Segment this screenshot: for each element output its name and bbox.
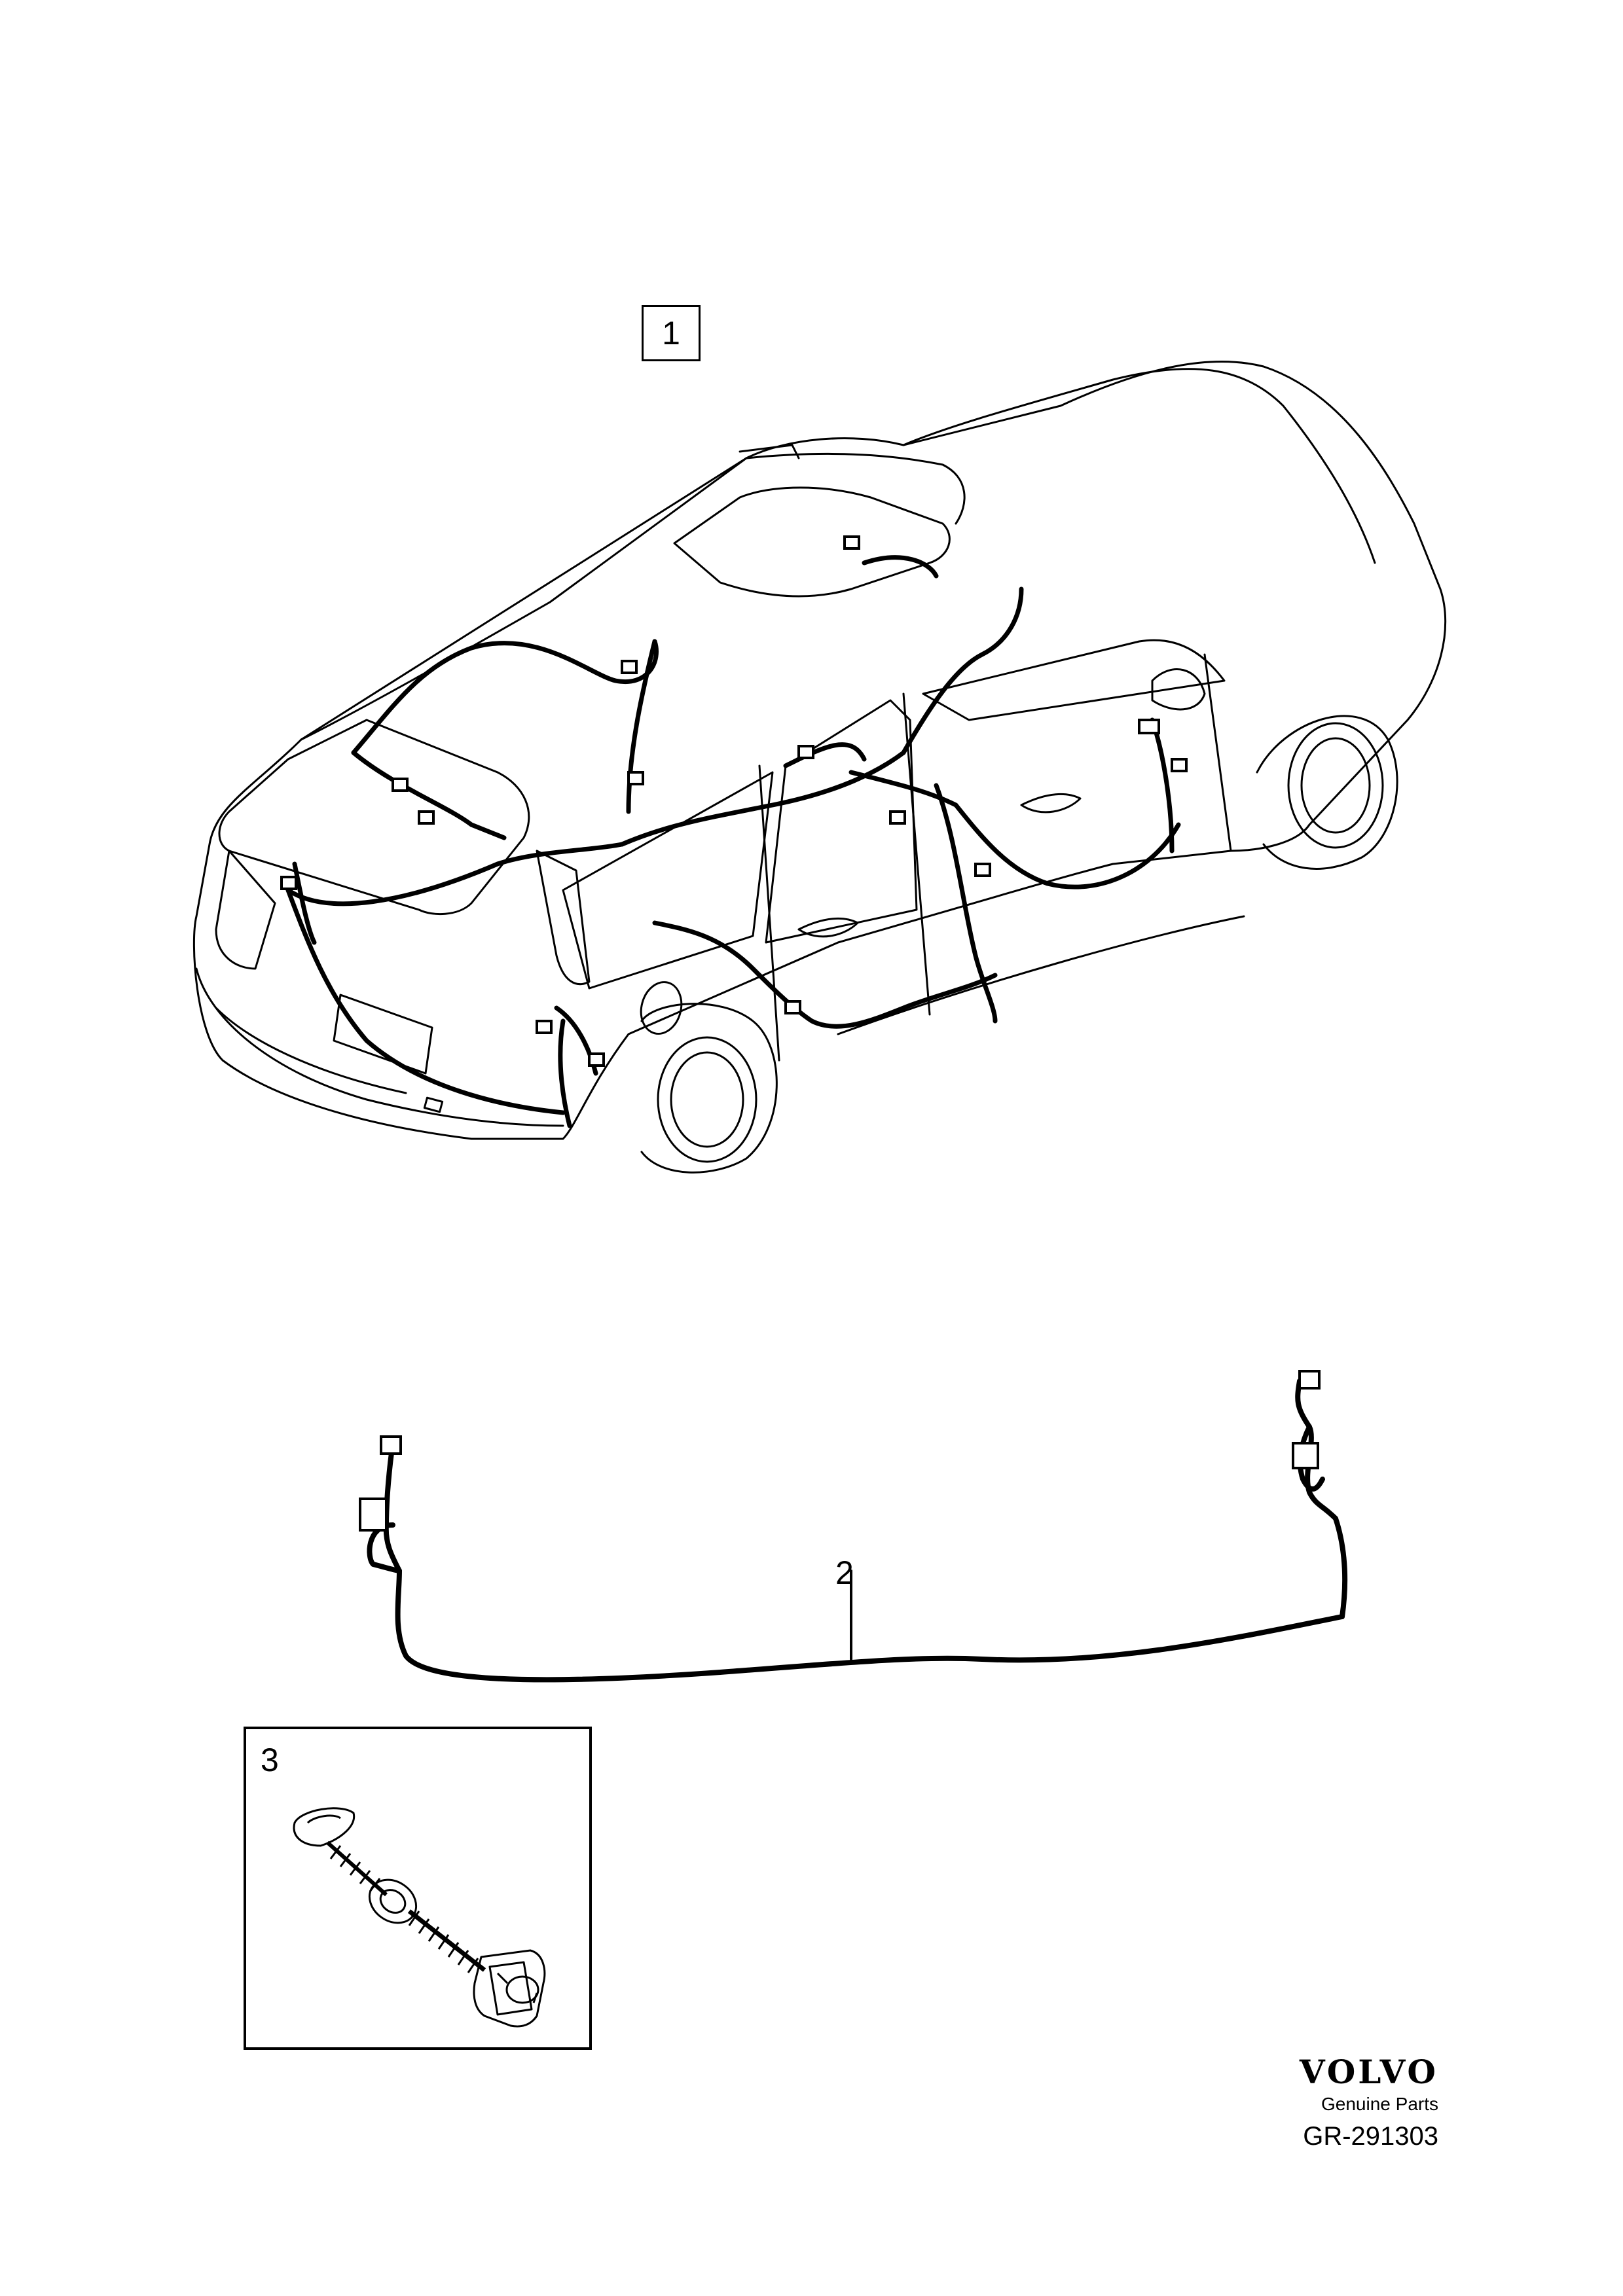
drawing-code: GR-291303 [1303,2121,1438,2151]
car-wiring-harness [285,555,1181,1128]
callout-item-3: 3 [261,1742,279,1778]
brand-logo: VOLVO [1299,2053,1438,2091]
brand-subtitle: Genuine Parts [1321,2094,1438,2114]
grommet-item-3-drawing [293,1807,546,2028]
item-3-frame [244,1727,592,2050]
car-harness-connectors [280,535,1188,1067]
callout-item-2: 2 [835,1554,854,1591]
harness-item-2-drawing [367,1378,1348,1683]
callout-item-1-label: 1 [662,315,680,351]
car-body-drawing [192,361,1447,1174]
brand-block: VOLVO Genuine Parts GR-291303 [1300,2054,1438,2153]
harness-item-2-connectors [359,1370,1321,1532]
callout-item-1: 1 [642,305,701,361]
